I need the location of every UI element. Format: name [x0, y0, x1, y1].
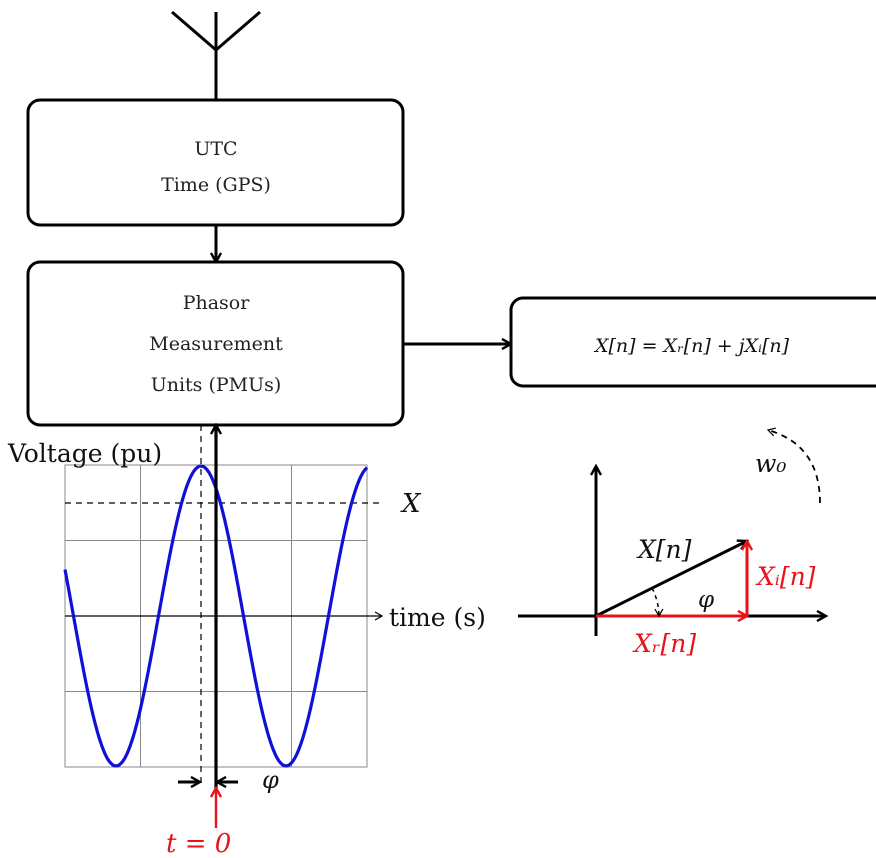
pmu-label-line1: Phasor: [183, 292, 251, 314]
angle-label: φ: [698, 587, 715, 613]
utc-time-box: UTC Time (GPS): [26, 98, 405, 227]
real-component-label: Xᵣ[n]: [632, 629, 696, 658]
imag-component-label: Xᵢ[n]: [755, 562, 816, 591]
magnitude-label: X[n]: [636, 535, 692, 564]
phase-offset-label: φ: [262, 766, 279, 794]
magnitude-vector: [595, 541, 747, 618]
voltage-plot: time (s) X Voltage (pu) φ t = 0: [7, 425, 486, 858]
utc-label: UTC: [194, 138, 237, 160]
time-axis-label: time (s): [389, 603, 486, 632]
amplitude-label: X: [400, 489, 422, 519]
pmu-box: Phasor Measurement Units (PMUs): [26, 260, 405, 427]
gps-time-label: Time (GPS): [161, 174, 271, 196]
pmu-label-line3: Units (PMUs): [151, 374, 282, 396]
antenna-icon: [171, 10, 261, 100]
voltage-axis-label: Voltage (pu): [7, 439, 162, 468]
angle-arc: [651, 587, 664, 618]
rotation-arrow: [766, 427, 821, 504]
t0-label: t = 0: [166, 829, 231, 858]
phasor-diagram: φ X[n] Xᵢ[n] Xᵣ[n] w₀: [518, 427, 826, 658]
pmu-label-line2: Measurement: [149, 333, 283, 355]
phasor-equation: X[n] = Xᵣ[n] + jXᵢ[n]: [593, 335, 790, 357]
frequency-label: w₀: [755, 449, 786, 478]
phasor-output-box: X[n] = Xᵣ[n] + jXᵢ[n]: [509, 296, 876, 388]
